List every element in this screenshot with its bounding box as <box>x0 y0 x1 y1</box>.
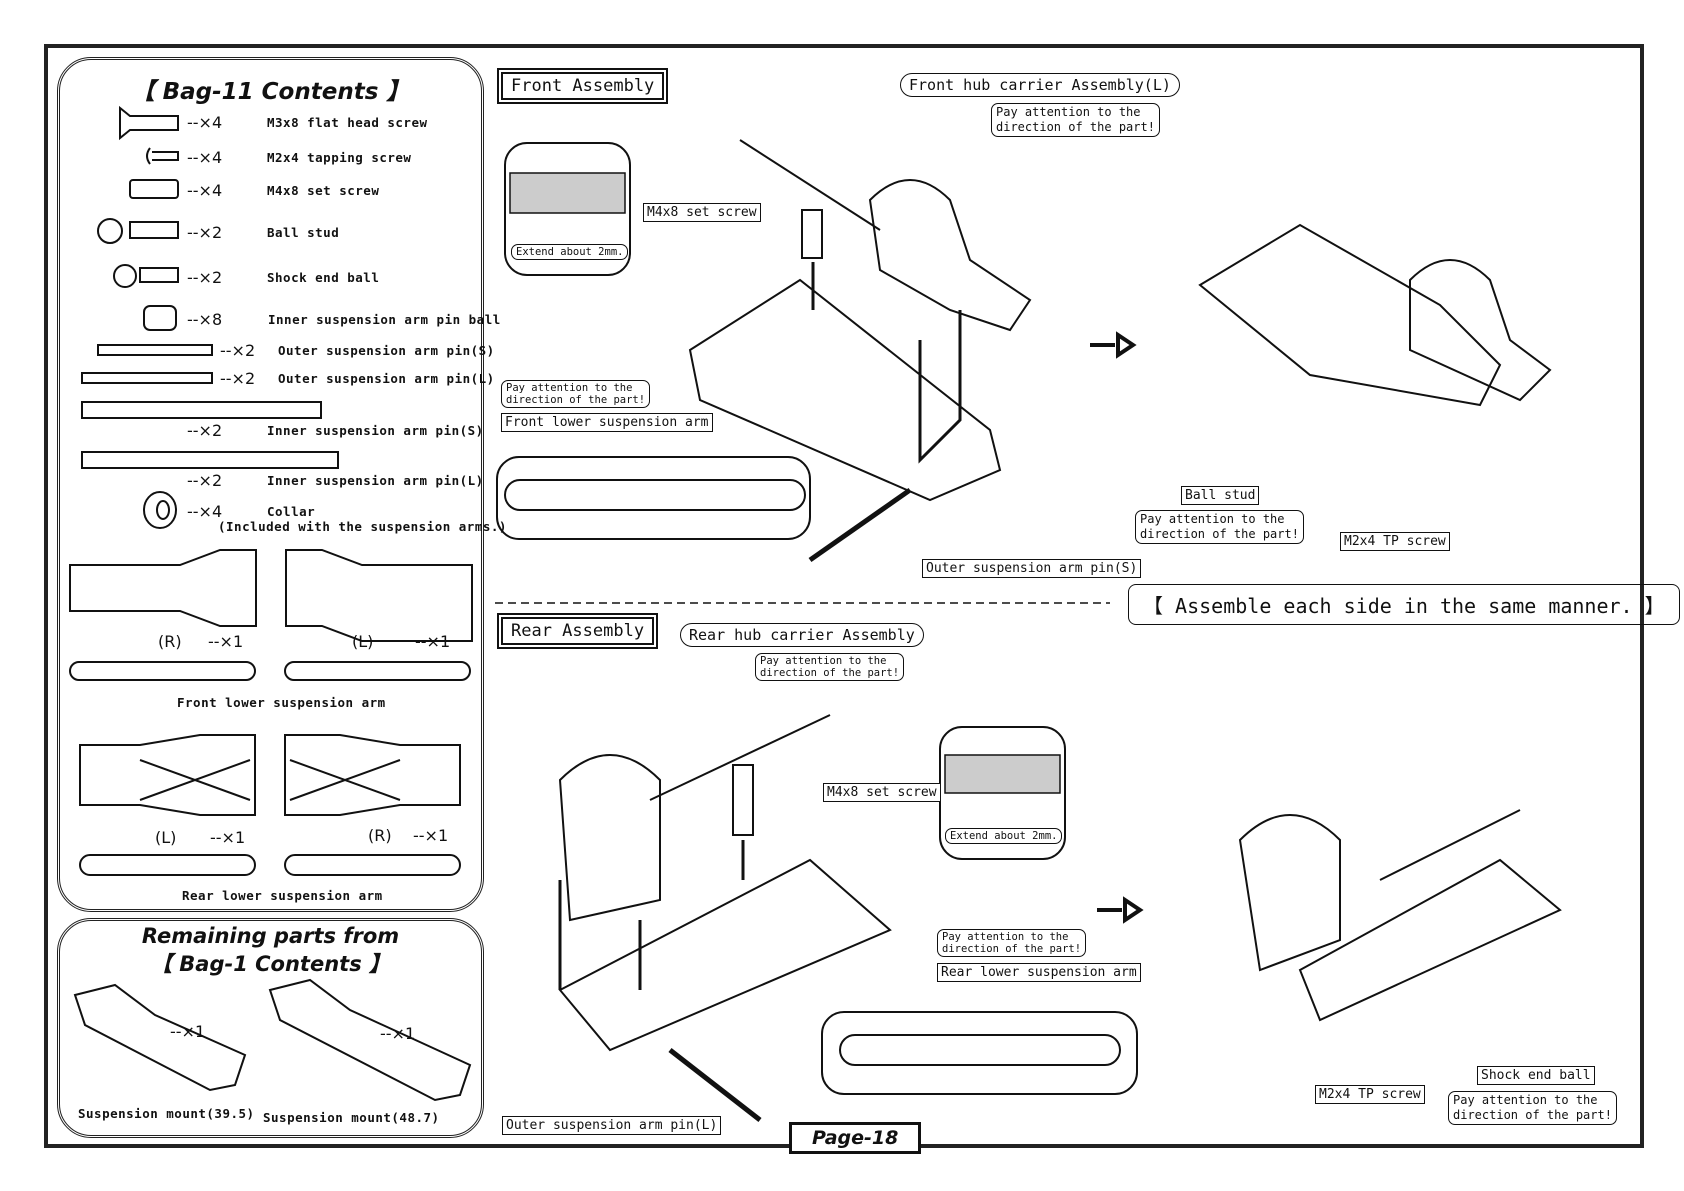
front-arm-l-qty: --×1 <box>415 632 451 651</box>
front-hub-note: Pay attention to the direction of the pa… <box>991 103 1160 137</box>
item-name: Inner suspension arm pin ball <box>268 312 501 327</box>
front-assembly-drawing <box>496 139 1552 563</box>
remaining-title-line1: Remaining parts from <box>141 924 400 948</box>
page-number: Page-18 <box>789 1122 922 1154</box>
rear-hub-label: Rear hub carrier Assembly <box>680 623 924 647</box>
front-arm-l-side-icon <box>284 661 471 681</box>
ball-stud-icon <box>97 218 123 244</box>
item-qty: --×4 <box>187 181 223 200</box>
item-name: Inner suspension arm pin(L) <box>267 473 484 488</box>
item-qty: --×2 <box>220 341 256 360</box>
rear-arm-r-label: (R) <box>368 826 392 845</box>
front-arm-r-qty: --×1 <box>208 632 244 651</box>
front-arm-l-icon <box>285 549 473 642</box>
rear-arm-r-side-icon <box>284 854 461 876</box>
remaining-parts-panel <box>57 918 484 1138</box>
item-qty: --×4 <box>187 502 223 521</box>
next-step-arrow-icon-2 <box>1097 896 1144 924</box>
rear-hub-note: Pay attention to the direction of the pa… <box>755 653 905 681</box>
front-arm-r-icon <box>69 549 257 627</box>
front-extend-note: Extend about 2mm. <box>511 244 629 260</box>
front-hub-label: Front hub carrier Assembly(L) <box>900 73 1180 97</box>
set-screw-icon <box>129 179 179 199</box>
front-assembly-heading: Front Assembly <box>501 72 665 100</box>
item-name: Ball stud <box>267 225 340 240</box>
rear-arm-l-side-icon <box>79 854 256 876</box>
mount2-caption: Suspension mount(48.7) <box>263 1110 440 1125</box>
suspension-mount-48-icon <box>268 978 472 1102</box>
suspension-mount-39-icon <box>73 983 247 1092</box>
inner-pin-s-icon <box>81 401 322 419</box>
item-name: Collar <box>267 504 316 519</box>
item-qty: --×2 <box>220 369 256 388</box>
front-arm-caption: Front lower suspension arm <box>177 695 386 710</box>
rear-pin-label: Outer suspension arm pin(L) <box>502 1116 722 1135</box>
front-pin-label: Outer suspension arm pin(S) <box>922 559 1142 578</box>
item-name: M2x4 tapping screw <box>267 150 412 165</box>
parts-icons <box>69 105 473 1102</box>
bag-contents-panel <box>57 57 484 912</box>
front-arm-r-side-icon <box>69 661 256 681</box>
rear-arm-label: Rear lower suspension arm <box>937 963 1141 982</box>
rear-tp-screw-label: M2x4 TP screw <box>1315 1085 1425 1104</box>
bag-contents-title: 【 Bag-11 Contents 】 <box>131 79 410 105</box>
rear-extend-note: Extend about 2mm. <box>945 828 1063 844</box>
front-ball-note: Pay attention to the direction of the pa… <box>1135 510 1304 544</box>
mount1-caption: Suspension mount(39.5) <box>78 1106 255 1121</box>
front-arm-note: Pay attention to the direction of the pa… <box>501 380 651 408</box>
item-qty: --×8 <box>187 310 223 329</box>
front-tp-screw-label: M2x4 TP screw <box>1340 532 1450 551</box>
next-step-arrow-icon <box>1090 331 1137 359</box>
collar-note: (Included with the suspension arms.) <box>218 519 507 534</box>
rear-assembly-heading: Rear Assembly <box>501 617 655 645</box>
collar-icon <box>143 491 177 529</box>
item-name: M3x8 flat head screw <box>267 115 428 130</box>
rear-arm-l-icon <box>79 734 256 816</box>
shock-end-ball-icon <box>113 264 137 288</box>
front-arm-l-label: (L) <box>352 632 374 651</box>
mount2-qty: --×1 <box>380 1024 416 1043</box>
outer-pin-l-icon <box>81 372 213 384</box>
item-qty: --×2 <box>187 223 223 242</box>
remaining-title-line2: 【 Bag-1 Contents 】 <box>150 952 391 976</box>
item-qty: --×2 <box>187 268 223 287</box>
item-name: Inner suspension arm pin(S) <box>267 423 484 438</box>
inner-pin-l-icon <box>81 451 339 469</box>
item-qty: --×2 <box>187 421 223 440</box>
rear-arm-note: Pay attention to the direction of the pa… <box>937 929 1087 957</box>
rear-arm-caption: Rear lower suspension arm <box>182 888 383 903</box>
outer-pin-s-icon <box>97 344 213 356</box>
rear-shock-ball-label: Shock end ball <box>1477 1066 1595 1085</box>
rear-set-screw-label: M4x8 set screw <box>823 783 941 802</box>
item-qty: --×2 <box>187 471 223 490</box>
item-name: Shock end ball <box>267 270 380 285</box>
item-name: Outer suspension arm pin(L) <box>278 371 495 386</box>
front-set-screw-label: M4x8 set screw <box>643 203 761 222</box>
item-name: Outer suspension arm pin(S) <box>278 343 495 358</box>
front-ball-stud-label: Ball stud <box>1181 486 1260 505</box>
front-arm-label: Front lower suspension arm <box>501 413 713 432</box>
rear-arm-r-icon <box>284 734 461 816</box>
item-qty: --×4 <box>187 113 223 132</box>
item-name: M4x8 set screw <box>267 183 380 198</box>
item-qty: --×4 <box>187 148 223 167</box>
pin-ball-icon <box>143 305 177 331</box>
assemble-note: 【 Assemble each side in the same manner.… <box>1128 584 1680 625</box>
tapping-screw-icon <box>146 147 179 165</box>
rear-assembly-drawing <box>558 714 1562 1122</box>
flat-head-screw-icon <box>119 105 179 141</box>
rear-arm-l-qty: --×1 <box>210 828 246 847</box>
rear-arm-l-label: (L) <box>155 828 177 847</box>
front-arm-r-label: (R) <box>158 632 182 651</box>
rear-arm-r-qty: --×1 <box>413 826 449 845</box>
mount1-qty: --×1 <box>170 1022 206 1041</box>
rear-shock-note: Pay attention to the direction of the pa… <box>1448 1091 1617 1125</box>
